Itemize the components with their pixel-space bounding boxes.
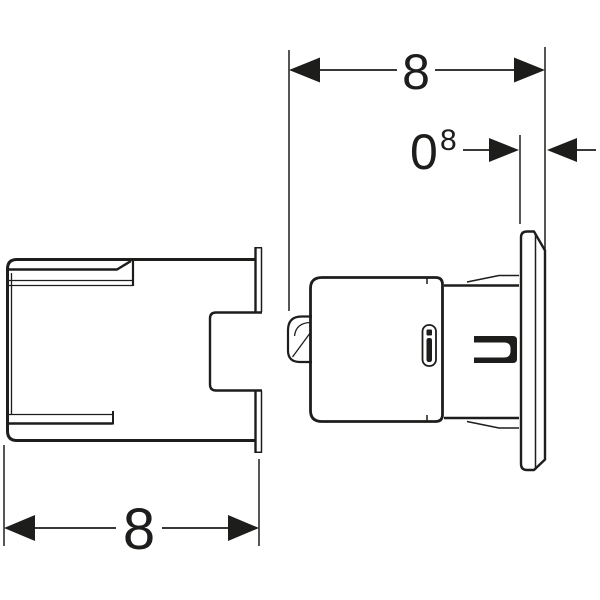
pusher-tab-diagonal	[291, 332, 312, 358]
arrowhead-left	[489, 138, 519, 162]
protection-box-drawing	[6, 247, 263, 453]
box-outline	[6, 258, 256, 442]
dimension-label-top-width: 8	[402, 44, 430, 100]
pusher-tab-outline	[286, 315, 312, 364]
pusher-tab-inner-arc	[293, 321, 311, 337]
button-slot-dot	[426, 329, 432, 336]
arrowhead-right	[228, 515, 259, 541]
dimension-label-thickness-whole: 0	[410, 124, 438, 180]
dimension-plate-thickness: 0 8	[410, 124, 596, 224]
mounting-section-top-lip	[466, 274, 519, 283]
box-flange-caps	[255, 247, 262, 453]
dimension-label-bottom-depth: 8	[123, 497, 155, 562]
arrowhead-left	[289, 57, 320, 83]
dimension-top-width: 8	[288, 44, 546, 311]
arrowhead-right	[514, 57, 545, 83]
arrowhead-right	[547, 138, 577, 162]
button-slot-outline	[421, 324, 437, 367]
button-slot-stem	[426, 338, 432, 362]
arrowhead-left	[4, 515, 35, 541]
box-right-notch	[208, 311, 262, 392]
box-top-rail-thick	[9, 259, 132, 271]
dimension-label-thickness-superscript: 8	[440, 124, 457, 157]
snap-clip	[474, 336, 517, 363]
cover-plate-outline	[519, 230, 547, 472]
mounting-section-bottom-lip	[466, 420, 519, 429]
flush-button-drawing	[286, 230, 547, 472]
dimension-bottom-depth: 8	[3, 445, 260, 562]
button-body-outline	[309, 276, 444, 423]
